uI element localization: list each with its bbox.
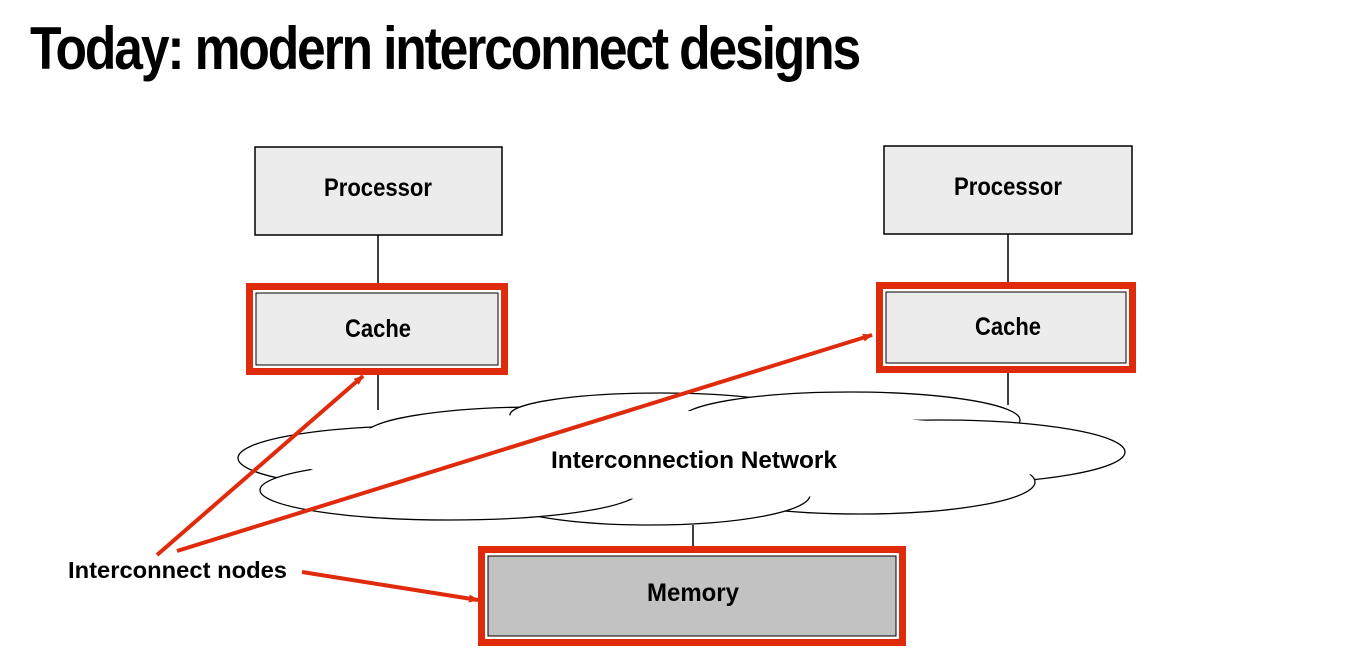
cache-right-highlight [876,282,1136,373]
cache-left-highlight [246,283,508,375]
memory-highlight [478,546,906,646]
arrow-to-cache-right [176,333,873,553]
network-cloud-inner [290,411,1070,499]
cache-right-label: Cache [975,313,1041,341]
memory-label: Memory [647,579,739,607]
processor-right-label: Processor [954,173,1062,201]
network-label: Interconnection Network [551,447,838,474]
arrow-to-cache-left [155,374,365,557]
cache-left-box [255,292,499,366]
slide-title: Today: modern interconnect designs [30,15,861,82]
processor-left-box [254,146,503,236]
processor-right-box [883,145,1133,235]
cache-right-box [885,291,1127,364]
cache-left-label: Cache [345,315,411,343]
arrow-to-memory [301,570,479,603]
processor-left-label: Processor [324,174,432,202]
annotation-label: Interconnect nodes [68,557,287,583]
memory-box [487,555,897,637]
